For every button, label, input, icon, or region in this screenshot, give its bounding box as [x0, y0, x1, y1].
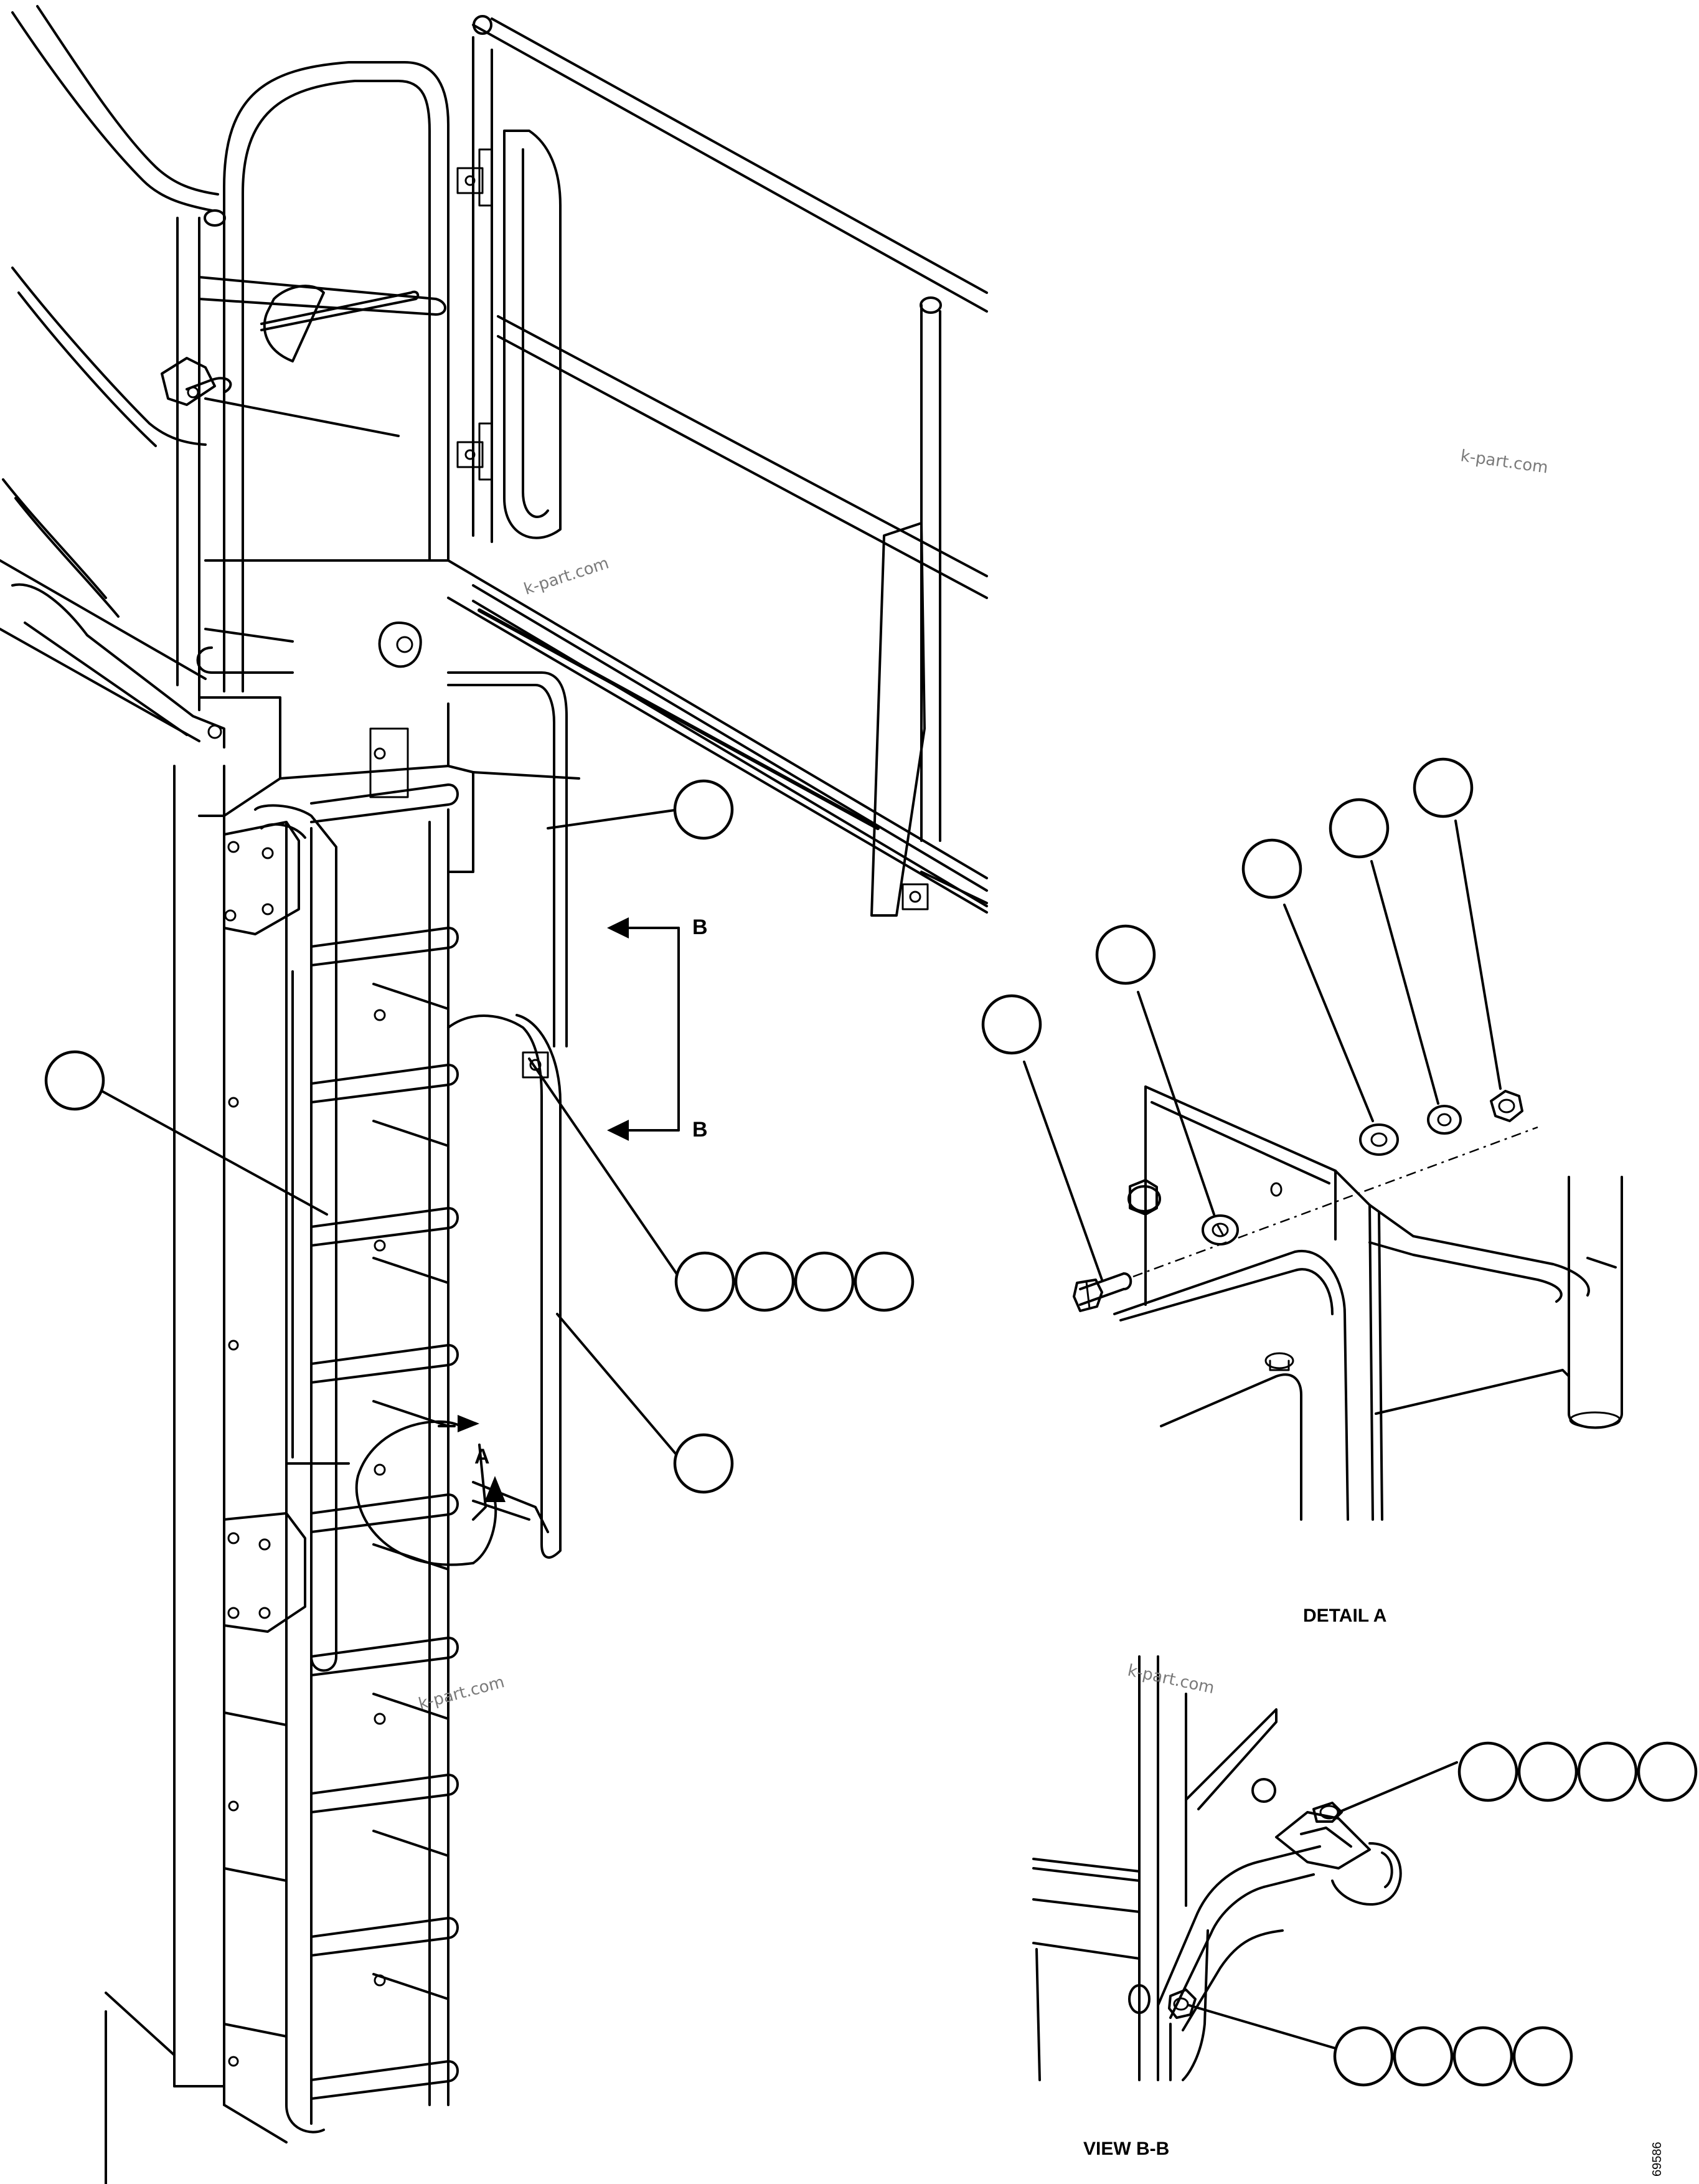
section-marker-b-top: B	[692, 915, 708, 939]
callout-bubble	[1393, 2026, 1454, 2087]
fastener-stack	[1073, 1090, 1538, 1312]
hinge-lower	[456, 422, 493, 481]
callout-bubble	[673, 779, 734, 840]
callout-bubble	[1095, 924, 1156, 985]
detail-a-callout: A	[355, 1415, 506, 1566]
section-marker-b-bottom: B	[692, 1118, 708, 1142]
callout-bubble	[1457, 1741, 1518, 1802]
view-b-b: VIEW B-B	[1032, 1655, 1698, 2159]
section-b-cut-marker: B B	[607, 915, 708, 1142]
mounting-plate-upper	[223, 821, 300, 935]
callout-bubble	[1413, 757, 1474, 818]
hinge-upper	[456, 148, 493, 207]
callout-bubble	[1329, 798, 1390, 859]
view-b-b-title: VIEW B-B	[1083, 2139, 1169, 2159]
ladder-assembly-main-view	[0, 5, 988, 2184]
callout-bubble	[854, 1251, 915, 1312]
detail-a-view: DETAIL A	[981, 757, 1623, 1626]
watermark-text: k-part.com	[522, 554, 611, 598]
callout-bubble	[674, 1251, 735, 1312]
callout-bubble	[1241, 838, 1302, 899]
detail-a-title: DETAIL A	[1303, 1605, 1386, 1626]
callout-bubble	[794, 1251, 855, 1312]
figure-number: 69586	[1650, 2142, 1664, 2177]
callout-bubble	[1512, 2026, 1573, 2087]
callout-bubble	[1577, 1741, 1638, 1802]
ladder-rungs	[310, 783, 459, 2100]
callout-bubble	[1452, 2026, 1513, 2087]
callout-bubble	[1517, 1741, 1578, 1802]
watermark-text: k-part.com	[1459, 447, 1549, 477]
mounting-plate-lower	[223, 1512, 306, 1633]
watermarks: k-part.com k-part.com k-part.com k-part.…	[417, 447, 1549, 1714]
detail-marker-a: A	[474, 1445, 490, 1468]
callouts-main	[44, 779, 915, 1494]
callout-bubble	[44, 1050, 105, 1111]
callout-bubble	[1333, 2026, 1394, 2087]
callout-bubble	[734, 1251, 795, 1312]
callout-bubble	[981, 994, 1042, 1055]
callout-bubble	[673, 1433, 734, 1494]
callout-bubble	[1637, 1741, 1698, 1802]
